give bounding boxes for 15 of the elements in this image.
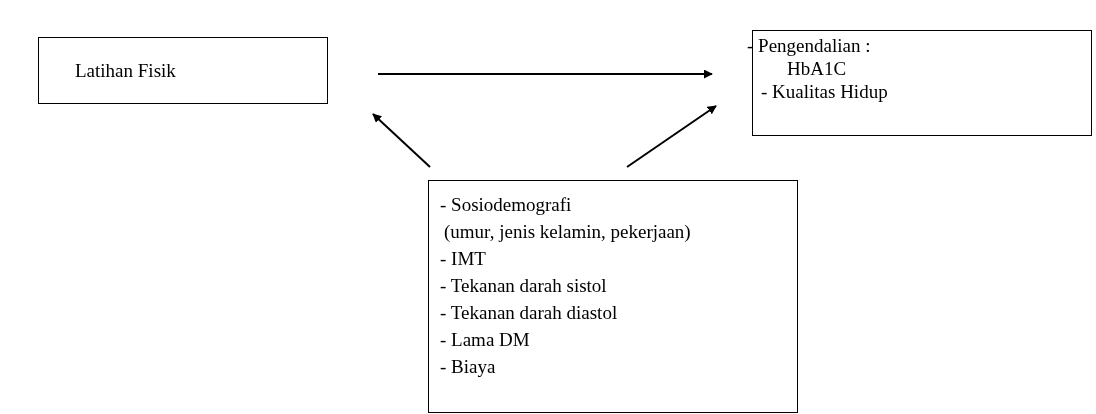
box-text: Latihan Fisik: [75, 60, 176, 82]
box-text: - Kualitas Hidup: [761, 81, 888, 103]
arrow: [626, 105, 717, 168]
box-text: - Sosiodemografi: [440, 194, 572, 216]
text-box: [428, 180, 798, 413]
box-text: (umur, jenis kelamin, pekerjaan): [444, 221, 691, 243]
box-text: - Tekanan darah diastol: [440, 302, 618, 324]
box-text: - Tekanan darah sistol: [440, 275, 607, 297]
box-text: HbA1C: [787, 58, 847, 80]
box-text: - IMT: [440, 248, 486, 270]
arrow: [372, 113, 431, 168]
box-text: - Biaya: [440, 356, 496, 378]
text-box: [38, 37, 328, 104]
box-text: - Lama DM: [440, 329, 530, 351]
arrow: [377, 69, 713, 79]
